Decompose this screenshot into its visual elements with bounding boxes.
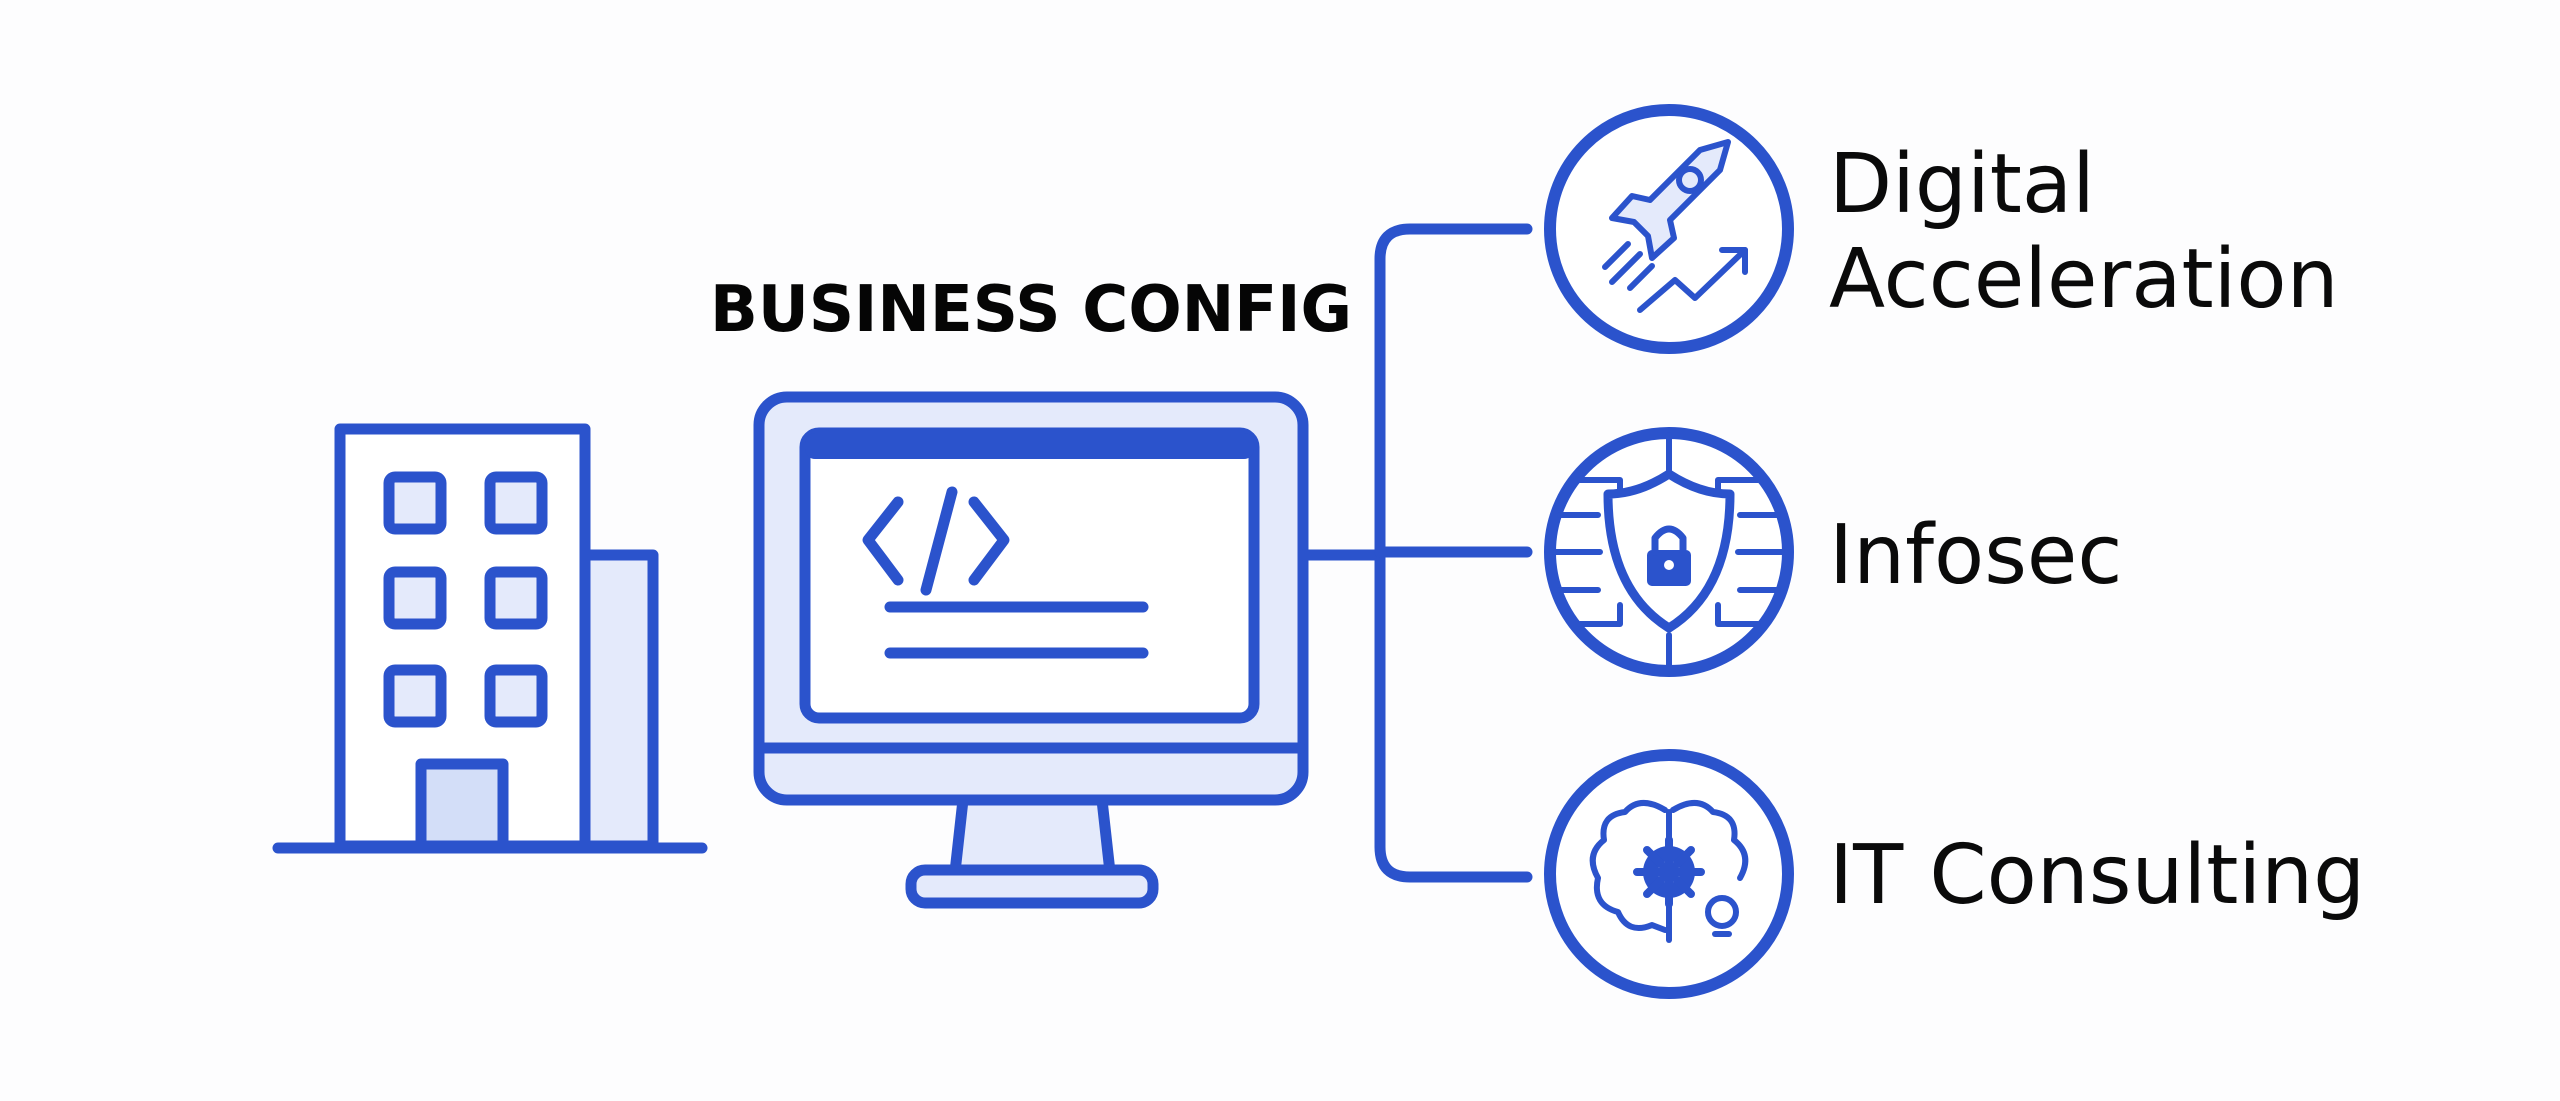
service-label: Infosec (1829, 508, 2122, 603)
service-it-consulting: IT Consulting (1544, 749, 2365, 999)
code-icon (862, 486, 1010, 596)
brain-gear-icon (1589, 800, 1749, 943)
rocket-growth-icon (1602, 139, 1748, 313)
diagram-title: BUSINESS CONFIG (710, 273, 1352, 347)
connector-lines (1297, 223, 1533, 883)
service-infosec: Infosec (1544, 427, 2122, 677)
monitor-icon (753, 391, 1309, 909)
circuit-lines (1553, 432, 1785, 672)
office-building-icon (272, 423, 708, 854)
service-label: Acceleration (1829, 232, 2339, 327)
service-label: IT Consulting (1829, 828, 2365, 923)
service-digital-acceleration: Digital Acceleration (1544, 104, 2339, 354)
service-label: Digital (1829, 137, 2095, 232)
